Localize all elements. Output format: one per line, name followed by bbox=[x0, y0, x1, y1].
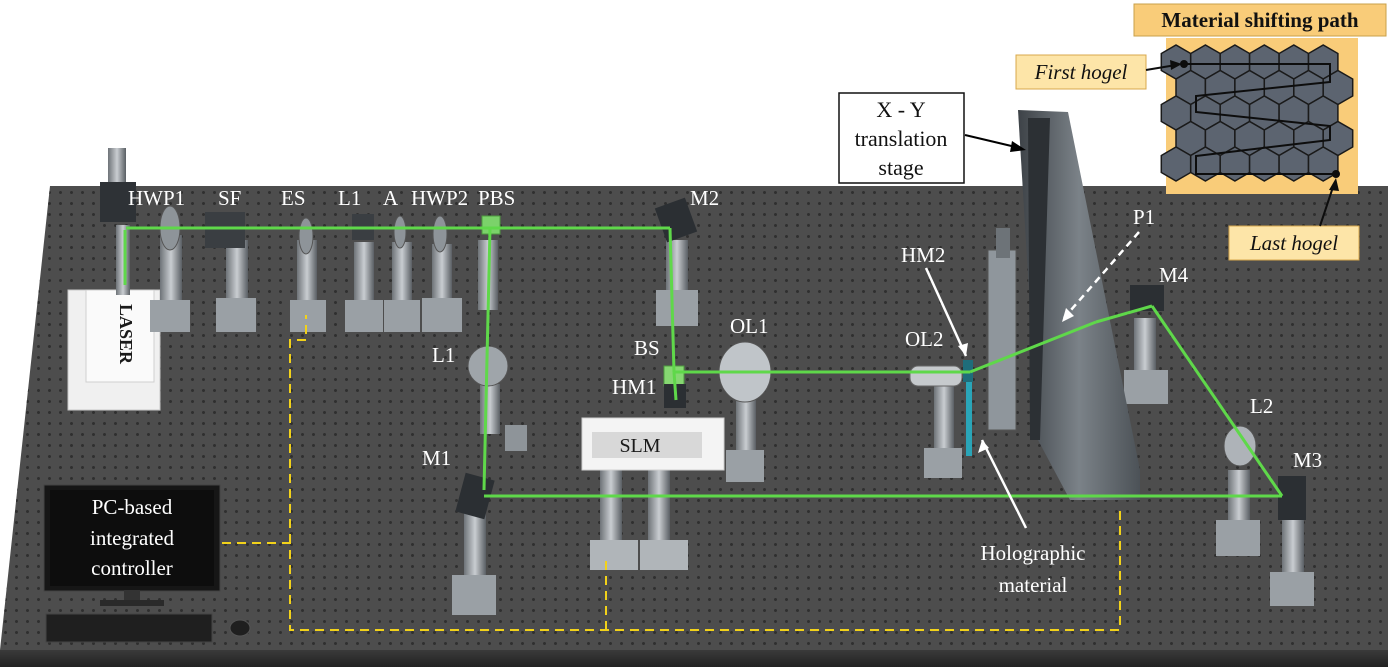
last-hogel-label: Last hogel bbox=[1249, 231, 1338, 255]
label-l1-mid: L1 bbox=[432, 343, 455, 367]
es-mount bbox=[290, 217, 326, 332]
pc-label-line2: integrated bbox=[90, 526, 174, 550]
laser-head: LASER bbox=[67, 148, 161, 411]
pc-label-line3: controller bbox=[91, 556, 173, 580]
label-es: ES bbox=[281, 186, 306, 210]
last-hogel-box bbox=[1228, 225, 1360, 261]
material-pointer-arrow bbox=[980, 439, 1028, 529]
optical-mounts: SLM bbox=[150, 197, 1314, 615]
control-cables bbox=[222, 315, 1121, 631]
hogel-hex-grid bbox=[1160, 44, 1354, 182]
slm-mount: SLM bbox=[581, 417, 725, 570]
label-l1-top: L1 bbox=[338, 186, 361, 210]
component-labels: HWP1 SF ES L1 A HWP2 PBS M2 L1 BS HM1 OL… bbox=[128, 186, 1322, 597]
label-m4: M4 bbox=[1159, 263, 1189, 287]
label-hm1: HM1 bbox=[612, 375, 656, 399]
stage-pointer-arrow bbox=[964, 134, 1021, 149]
label-p1: P1 bbox=[1133, 205, 1155, 229]
beam-m4-out bbox=[1095, 304, 1153, 324]
label-m2: M2 bbox=[690, 186, 719, 210]
stage-label-line1: X - Y bbox=[876, 97, 925, 122]
label-sf: SF bbox=[218, 186, 241, 210]
label-m3: M3 bbox=[1293, 448, 1322, 472]
cable-es bbox=[289, 315, 307, 543]
last-hogel-dot bbox=[1332, 170, 1340, 178]
beam-to-material bbox=[969, 320, 1097, 374]
slm-label: SLM bbox=[619, 435, 660, 457]
label-m1: M1 bbox=[422, 446, 451, 470]
laser-beam bbox=[123, 226, 1284, 498]
leader-arrows bbox=[924, 134, 1140, 529]
stage-label-line3: stage bbox=[878, 155, 923, 180]
hogel-cell bbox=[1160, 146, 1192, 182]
label-a: A bbox=[383, 186, 399, 210]
label-material-line2: material bbox=[999, 573, 1068, 597]
label-pbs: PBS bbox=[478, 186, 515, 210]
beam-m3-to-m4 bbox=[1150, 305, 1284, 497]
sf-mount bbox=[205, 212, 256, 332]
hwp2-mount bbox=[422, 215, 462, 332]
holographic-material-plate bbox=[966, 366, 972, 456]
pc-label-line1: PC-based bbox=[92, 495, 173, 519]
a-mount bbox=[384, 215, 420, 332]
stage-label-box: X - Y translation stage bbox=[838, 92, 965, 184]
first-hogel-label: First hogel bbox=[1034, 60, 1128, 84]
xy-translation-stage bbox=[987, 110, 1140, 500]
label-hwp2: HWP2 bbox=[411, 186, 468, 210]
label-bs: BS bbox=[634, 336, 660, 360]
shifting-path-line bbox=[1184, 63, 1336, 175]
first-hogel-box bbox=[1015, 54, 1147, 90]
label-material-line1: Holographic bbox=[981, 541, 1086, 565]
inset-title: Material shifting path bbox=[1161, 8, 1358, 32]
label-hm2: HM2 bbox=[901, 243, 945, 267]
label-ol1: OL1 bbox=[730, 314, 769, 338]
stage-label-line2: translation bbox=[855, 126, 948, 151]
label-hwp1: HWP1 bbox=[128, 186, 185, 210]
hogel-cell bbox=[1248, 146, 1280, 182]
first-hogel-dot bbox=[1180, 60, 1188, 68]
laser-label: LASER bbox=[116, 304, 136, 365]
cable-main bbox=[222, 510, 1121, 631]
hm2-pointer-arrow bbox=[924, 267, 968, 357]
m3-mount bbox=[1270, 476, 1314, 606]
beam-m2-to-bs bbox=[668, 227, 676, 373]
pc-controller: PC-based integrated controller bbox=[43, 484, 251, 643]
m4-mount bbox=[1124, 285, 1168, 404]
label-l2: L2 bbox=[1250, 394, 1273, 418]
hogel-cell bbox=[1278, 146, 1310, 182]
label-ol2: OL2 bbox=[905, 327, 944, 351]
shifting-path-inset: Material shifting path First hogel Last … bbox=[1015, 3, 1387, 261]
beam-bs-to-hm1 bbox=[672, 371, 678, 401]
beam-pbs-to-m1 bbox=[482, 227, 492, 491]
l2-mount bbox=[1216, 425, 1260, 556]
